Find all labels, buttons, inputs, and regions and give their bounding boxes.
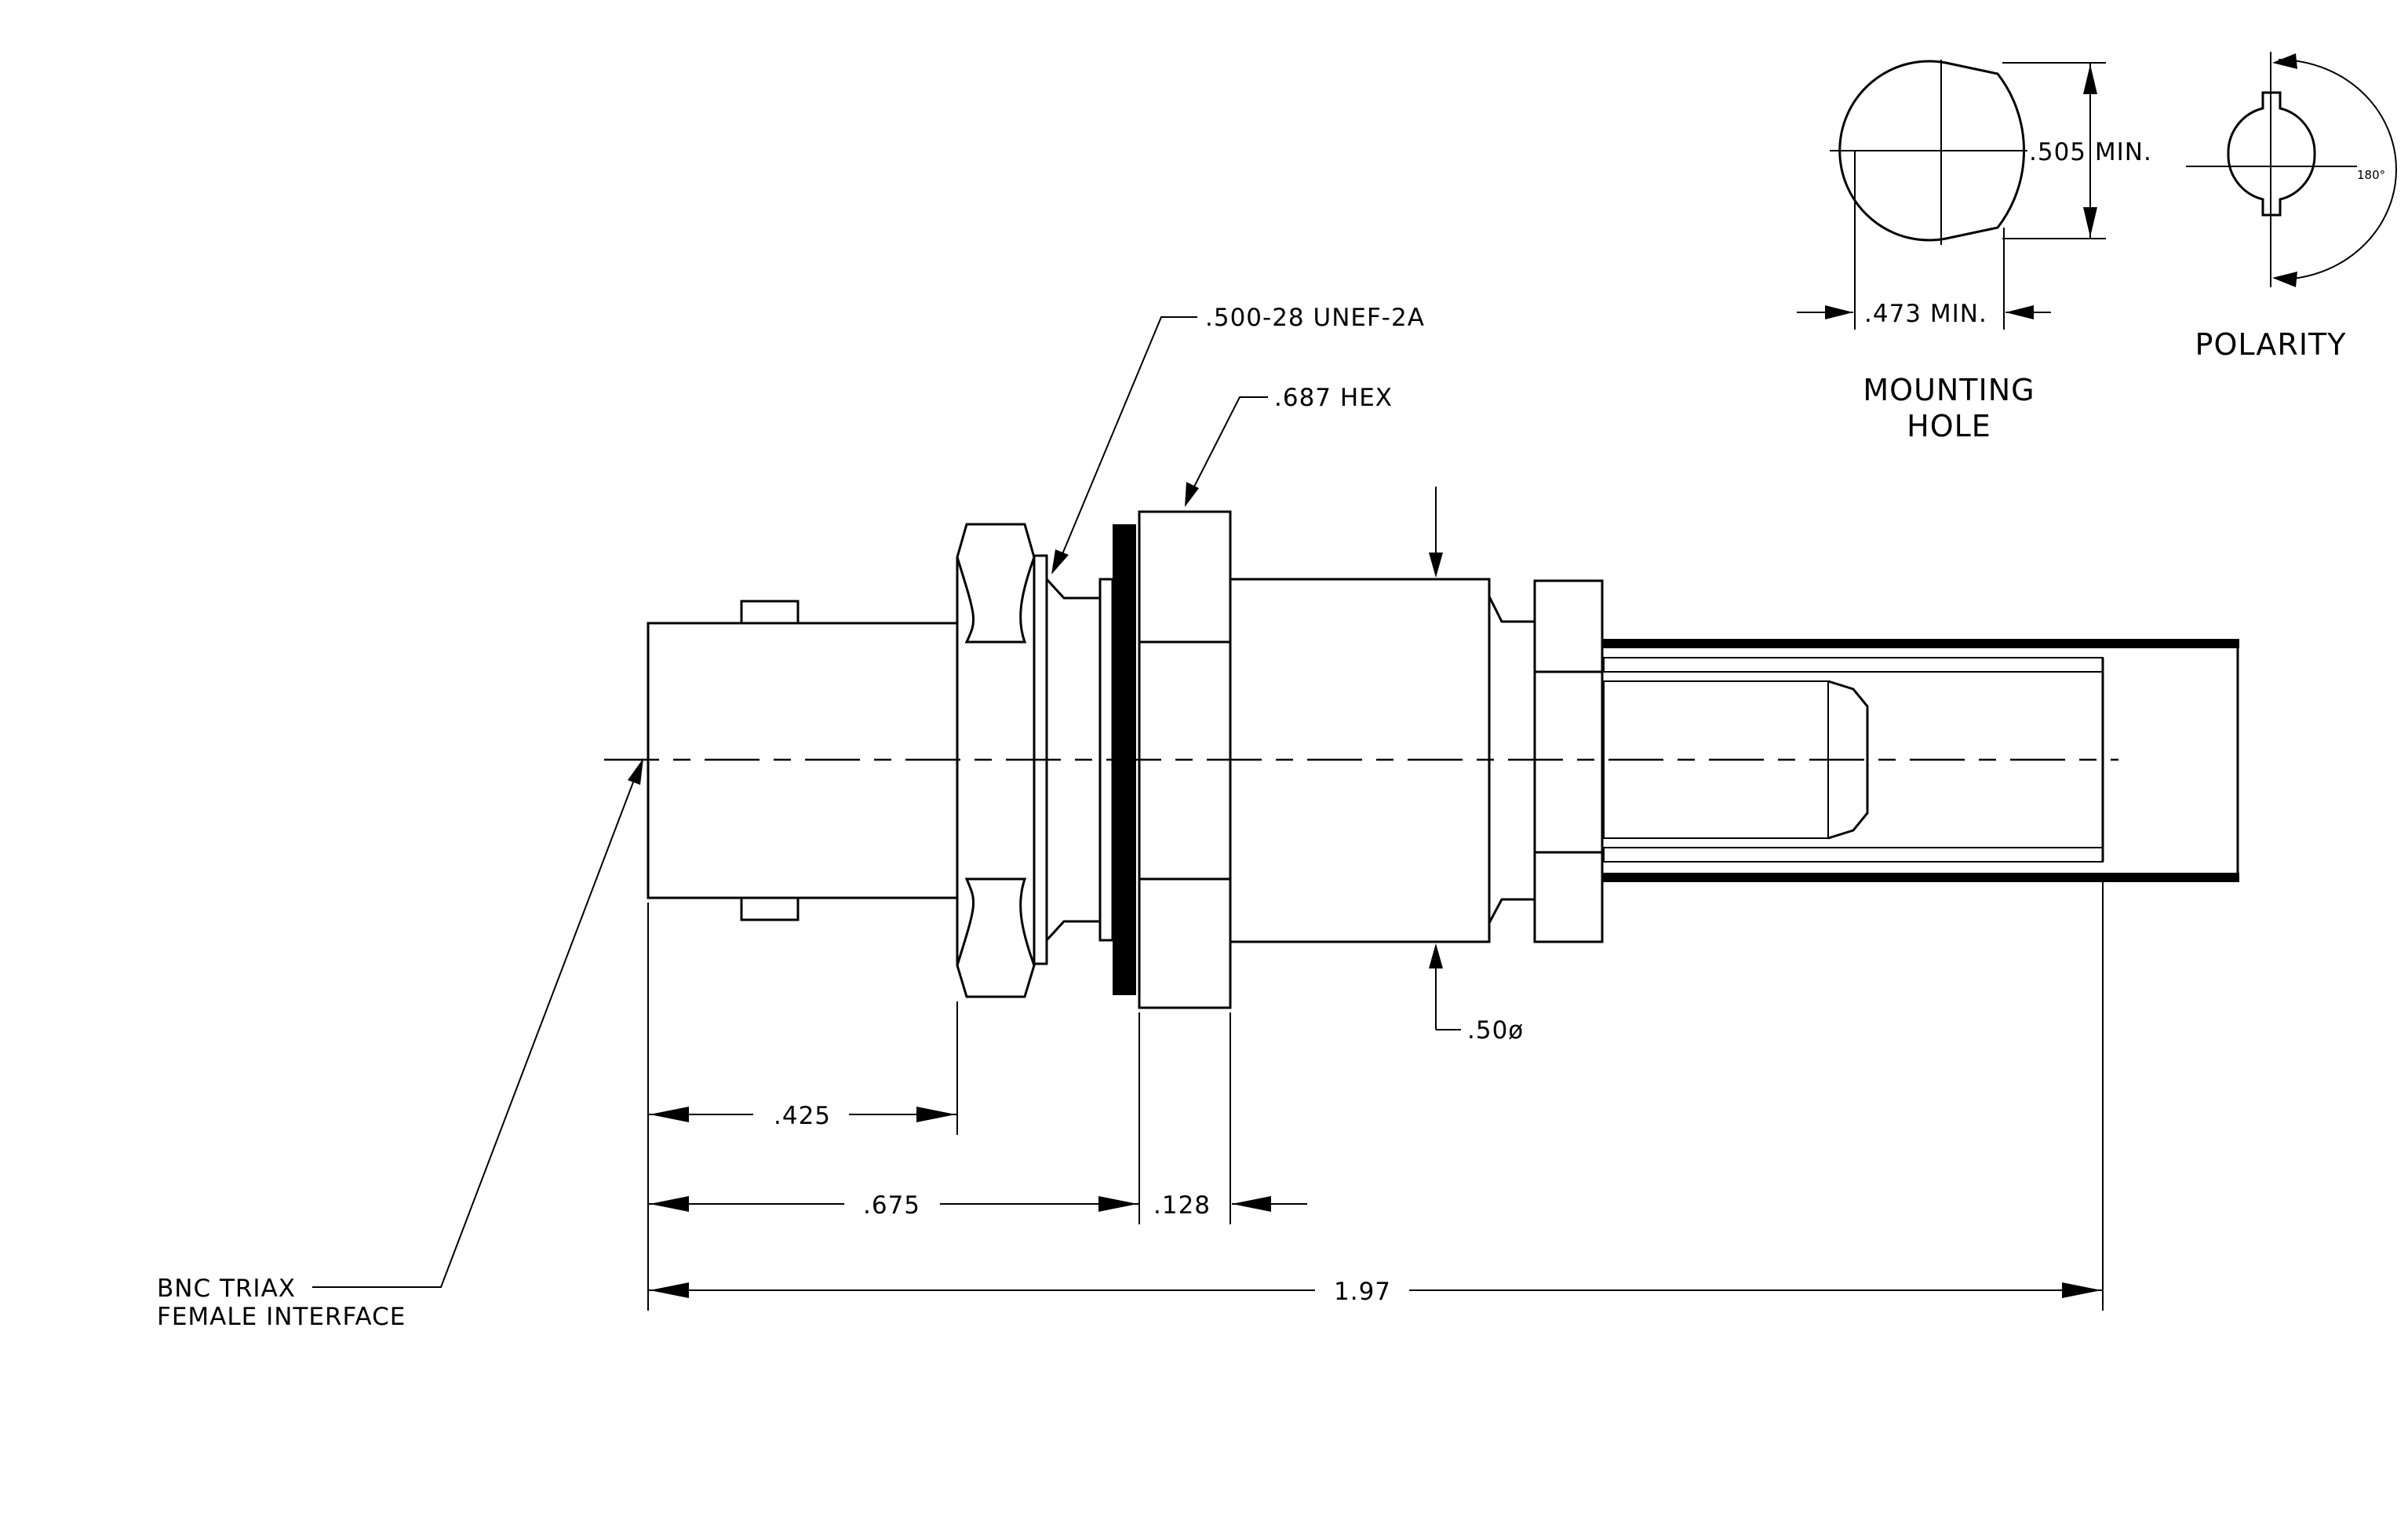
connector-side-view [604, 510, 2239, 1009]
mounting-width-label: .473 MIN. [1864, 300, 1987, 328]
diameter-callout: .50ø [1429, 487, 1524, 1045]
bayonet-pin-bottom [740, 896, 800, 921]
hex-size-label: .687 HEX [1274, 384, 1393, 412]
front-hex-nut [956, 523, 1036, 998]
polarity-arc [2278, 59, 2397, 280]
thread-spec-label: .500-28 UNEF-2A [1205, 304, 1425, 332]
mounting-hole-title-2: HOLE [1907, 409, 1991, 443]
polarity-keyed-circle [2227, 91, 2316, 217]
thread-callout: .500-28 UNEF-2A [1051, 304, 1425, 574]
mounting-height-label: .505 MIN. [2029, 138, 2152, 166]
interface-callout: BNC TRIAX FEMALE INTERFACE [157, 758, 643, 1331]
polarity-title: POLARITY [2195, 327, 2347, 362]
dim-425-label: .425 [774, 1102, 831, 1130]
dim-675: .675 [648, 1191, 1139, 1220]
interface-label-line2: FEMALE INTERFACE [157, 1303, 406, 1331]
mounting-hole-outline [1838, 60, 2025, 242]
dim-197-label: 1.97 [1334, 1278, 1391, 1306]
dim-128: .128 [1153, 1191, 1307, 1220]
body-diameter-label: .50ø [1467, 1016, 1524, 1045]
dim-675-label: .675 [863, 1191, 920, 1220]
rear-hex-nut [1533, 579, 1604, 943]
polarity-detail: 180° POLARITY [2186, 52, 2397, 362]
mounting-hole-title-1: MOUNTING [1863, 373, 2035, 407]
dim-425: .425 [648, 1102, 957, 1130]
dim-128-label: .128 [1153, 1191, 1211, 1220]
hex-callout: .687 HEX [1185, 384, 1393, 507]
bayonet-pin-top [740, 600, 800, 625]
cable [1602, 639, 2239, 882]
interface-label-line1: BNC TRIAX [157, 1275, 296, 1303]
dim-197: 1.97 [648, 1278, 2103, 1306]
mounting-hole-detail: .505 MIN. .473 MIN. MOUNTING HOLE [1797, 60, 2152, 443]
dimension-lines: .425 .675 .128 1.97 [647, 882, 2104, 1311]
polarity-angle-label: 180° [2357, 168, 2385, 182]
